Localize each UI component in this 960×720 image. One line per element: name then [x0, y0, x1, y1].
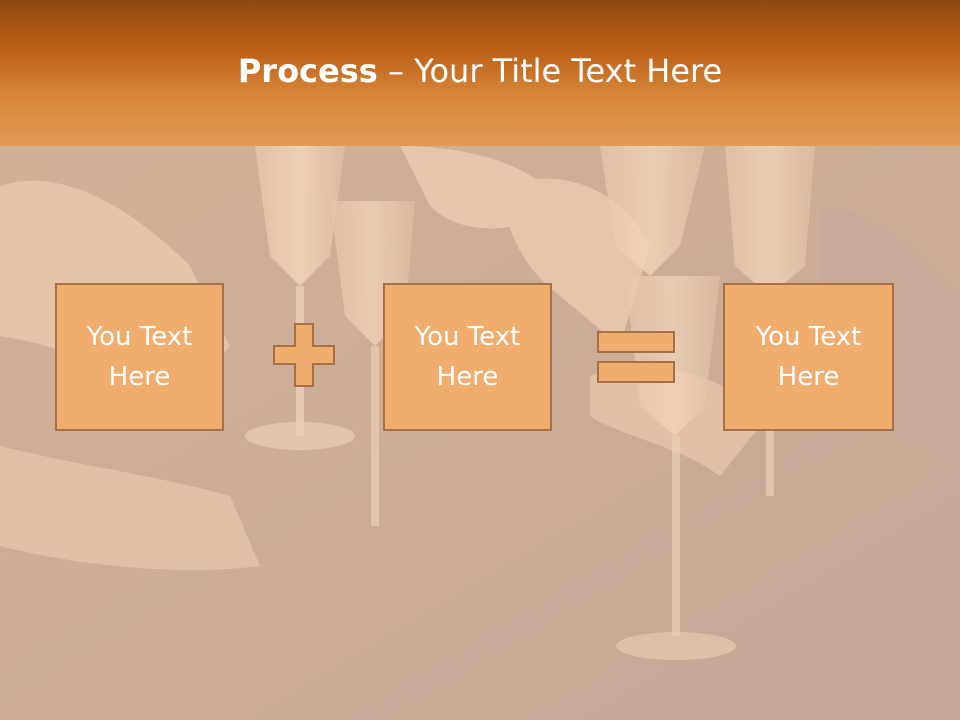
header-bar: Process – Your Title Text Here — [0, 0, 960, 146]
equals-icon — [597, 331, 675, 383]
plus-icon — [273, 323, 335, 387]
process-box-1[interactable]: You Text Here — [55, 283, 224, 431]
slide-title: Process – Your Title Text Here — [0, 52, 960, 90]
process-box-1-label: You Text Here — [86, 322, 193, 392]
title-rest: – Your Title Text Here — [377, 52, 723, 90]
process-box-3[interactable]: You Text Here — [723, 283, 894, 431]
background-photo — [0, 146, 960, 720]
process-box-3-label: You Text Here — [755, 322, 862, 392]
process-box-2-label: You Text Here — [414, 322, 521, 392]
process-box-2[interactable]: You Text Here — [383, 283, 552, 431]
title-bold: Process — [237, 52, 378, 90]
